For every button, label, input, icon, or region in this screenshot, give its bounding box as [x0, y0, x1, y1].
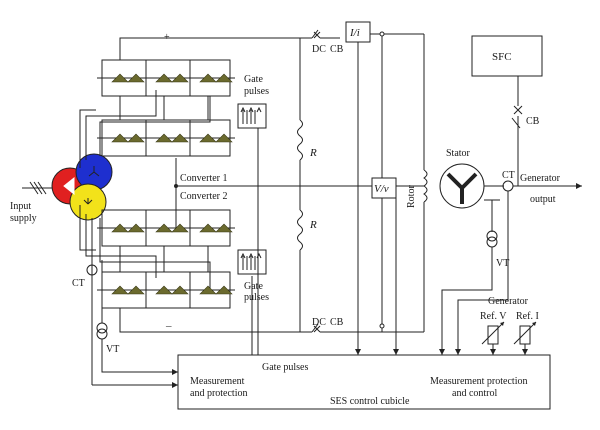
thyristor: [171, 73, 189, 83]
supply-feeders: [79, 90, 211, 290]
i-over-i-label: I/i: [349, 27, 360, 39]
v-over-v-label: V/v: [374, 183, 389, 195]
thyristor: [127, 133, 145, 143]
cb-bottom-label: CB: [330, 317, 344, 328]
current-transducer: [345, 21, 424, 355]
generator-output-label-2: output: [530, 194, 556, 205]
dc-cb-bottom: [311, 323, 424, 333]
cb-top-label: CB: [330, 44, 344, 55]
midpoint-node: [174, 184, 178, 188]
thyristor: [215, 73, 233, 83]
ref-v-label: Ref. V: [480, 311, 507, 322]
resistor-network: [297, 38, 303, 332]
stator-symbol: [439, 163, 504, 209]
thyristor: [171, 223, 189, 233]
dc-bottom-label: DC: [312, 317, 326, 328]
measurement-protection-label: Measurement: [190, 376, 245, 387]
thyristor: [127, 285, 145, 295]
generator-output-label: Generator: [520, 173, 561, 184]
voltage-transducer: [371, 31, 399, 355]
thyristor: [215, 223, 233, 233]
gate-pulses-cubicle-label: Gate pulses: [262, 362, 308, 373]
generator-ref-label: Generator: [488, 296, 529, 307]
gate-pulses-top-label-2: pulses: [244, 86, 269, 97]
ct-right-label: CT: [502, 170, 515, 181]
converter-2-bridge: [97, 209, 312, 333]
sfc-block: [471, 35, 543, 134]
vt-right-label: VT: [496, 258, 509, 269]
thyristor: [155, 285, 173, 295]
input-supply-label-2: supply: [10, 213, 37, 224]
gate-pulses-bottom-label-2: pulses: [244, 292, 269, 303]
vt-left-label: VT: [106, 344, 119, 355]
thyristor: [199, 73, 217, 83]
thyristor: [111, 223, 129, 233]
converter-2-label: Converter 2: [180, 191, 228, 202]
cb-sfc-label: CB: [526, 116, 540, 127]
ct-left-label: CT: [72, 278, 85, 289]
gate-pulses-top-block: [237, 103, 267, 129]
left-ct-vt: [86, 218, 178, 388]
ref-i-label: Ref. I: [516, 311, 539, 322]
thyristor: [215, 133, 233, 143]
thyristor: [199, 133, 217, 143]
sfc-label: SFC: [492, 51, 512, 63]
reference-potentiometers: [481, 321, 537, 355]
thyristor: [155, 73, 173, 83]
plus-sign: +: [164, 32, 170, 43]
measurement-protection-label-2: and protection: [190, 388, 247, 399]
thyristor: [111, 133, 129, 143]
input-supply-symbol: [22, 153, 113, 221]
thyristor: [155, 133, 173, 143]
rotor-winding: [423, 34, 428, 332]
gate-pulses-top-label: Gate: [244, 74, 263, 85]
r-top-label: R: [309, 147, 317, 159]
minus-sign: –: [165, 320, 172, 332]
stator-label: Stator: [446, 148, 471, 159]
rotor-label: Rotor: [406, 185, 417, 208]
ct-left-symbol: [86, 264, 98, 276]
dc-top-label: DC: [312, 44, 326, 55]
thyristor: [155, 223, 173, 233]
converter-1-bridge: [97, 37, 312, 157]
gate-pulses-bottom-label: Gate: [244, 281, 263, 292]
thyristor: [171, 285, 189, 295]
ses-control-cubicle: [177, 128, 551, 410]
input-supply-label: Input: [10, 201, 31, 212]
thyristor: [127, 223, 145, 233]
thyristor: [215, 285, 233, 295]
thyristor: [127, 73, 145, 83]
converter-1-label: Converter 1: [180, 173, 228, 184]
thyristor: [111, 73, 129, 83]
thyristor: [171, 133, 189, 143]
thyristor: [199, 223, 217, 233]
thyristor: [199, 285, 217, 295]
meas-prot-control-label-2: and control: [452, 388, 497, 399]
generator-output-line: [439, 116, 582, 355]
thyristor: [111, 285, 129, 295]
meas-prot-control-label: Measurement protection: [430, 376, 527, 387]
gate-pulses-bottom-block: [237, 249, 267, 275]
r-bottom-label: R: [309, 219, 317, 231]
dc-cb-top: [311, 29, 340, 39]
ses-cubicle-label: SES control cubicle: [330, 396, 410, 407]
ct-right-symbol: [502, 180, 514, 192]
